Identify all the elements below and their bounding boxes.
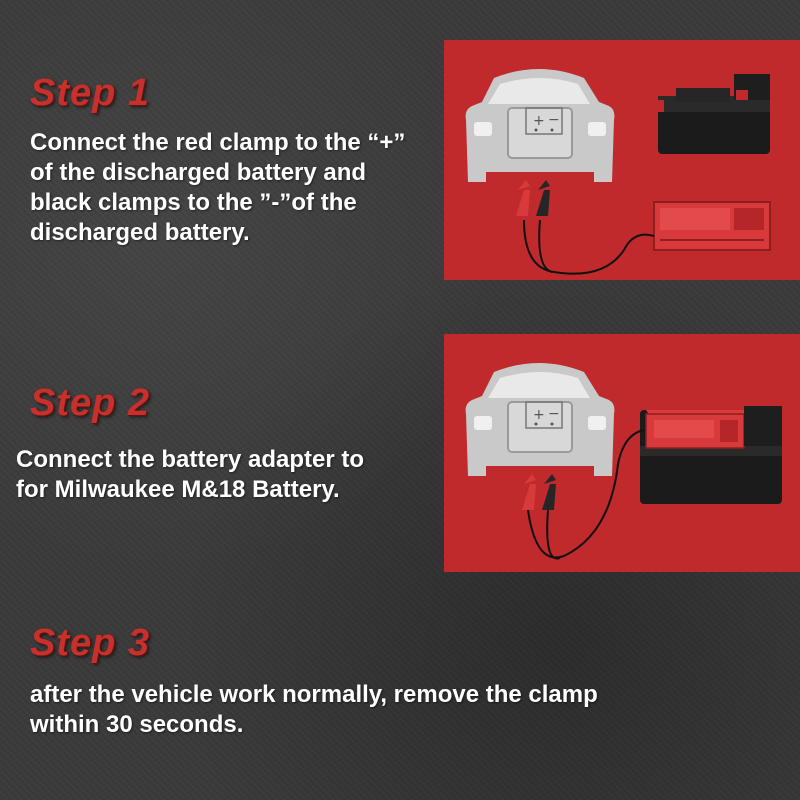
car-icon	[465, 363, 615, 476]
car-icon	[465, 69, 615, 182]
svg-text:−: −	[548, 406, 560, 422]
clamp-icon	[516, 180, 655, 275]
svg-text:+: +	[533, 113, 545, 129]
battery-icon	[656, 74, 770, 154]
adapter-icon	[653, 201, 771, 251]
step-1-illustration: + −	[444, 40, 800, 280]
clamp-icon	[522, 429, 645, 560]
svg-text:−: −	[548, 112, 560, 128]
step-2-illustration: + −	[444, 334, 800, 572]
battery-with-adapter-icon	[640, 406, 782, 504]
step-3-title: Step 3	[30, 622, 151, 664]
step-1-text: Connect the red clamp to the “+” of the …	[30, 129, 406, 246]
battery-symbol-icon: + −	[525, 107, 563, 135]
step-1-title: Step 1	[30, 72, 151, 114]
step-2-title: Step 2	[30, 382, 151, 424]
svg-text:+: +	[533, 407, 545, 423]
battery-symbol-icon: + −	[525, 401, 563, 429]
step-2-text: Connect the battery adapter to for Milwa…	[16, 446, 365, 503]
step-3-text: after the vehicle work normally, remove …	[30, 681, 598, 738]
